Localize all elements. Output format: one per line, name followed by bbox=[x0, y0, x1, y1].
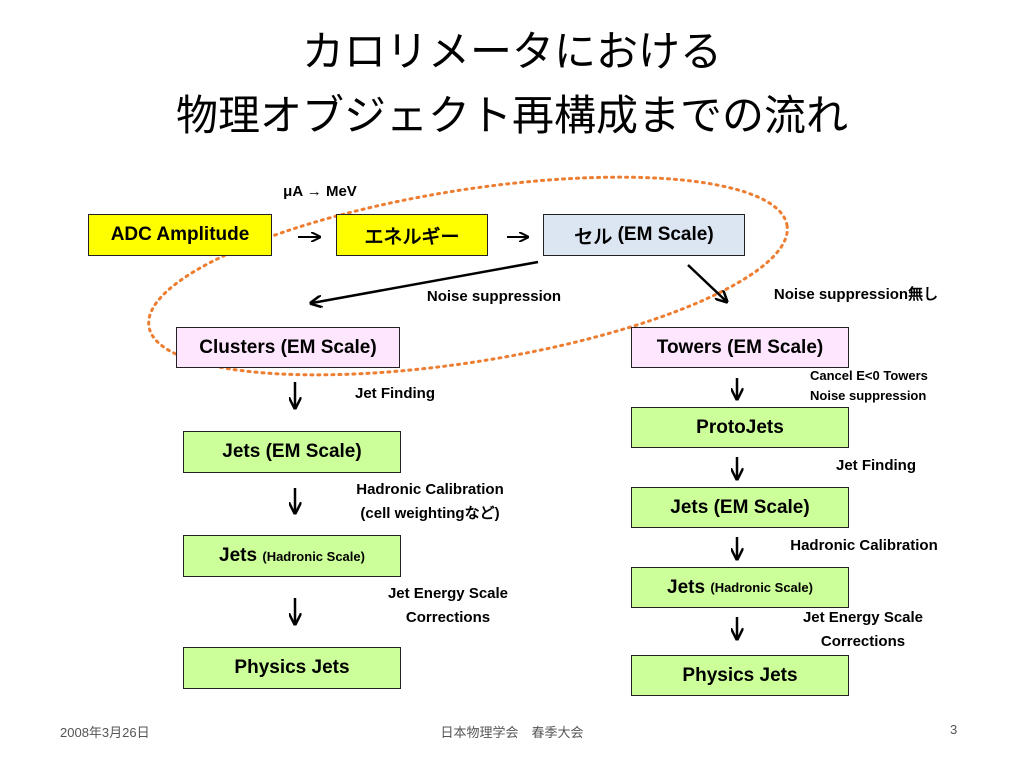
right-jet-finding-label: Jet Finding bbox=[836, 457, 916, 474]
cancel-towers-label: Cancel E<0 Towers Noise suppression bbox=[810, 366, 980, 406]
slide-title-line2: 物理オブジェクト再構成までの流れ bbox=[175, 91, 848, 140]
left-jets-em-box: Jets (EM Scale) bbox=[183, 431, 401, 473]
left-hadronic-calibration-label: Hadronic Calibration (cell weightingなど) bbox=[330, 478, 530, 526]
left-jets-hadronic-sub: (Hadronic Scale) bbox=[262, 548, 365, 564]
right-jes-line2: Corrections bbox=[820, 633, 906, 650]
left-jes-line1: Jet Energy Scale bbox=[387, 585, 509, 602]
right-jes-line1: Jet Energy Scale bbox=[802, 609, 924, 626]
no-noise-suppression-label: Noise suppression無し bbox=[773, 286, 939, 303]
left-physics-jets-box: Physics Jets bbox=[183, 647, 401, 689]
left-jes-line2: Corrections bbox=[405, 609, 491, 626]
cancel-towers-line1: Cancel E<0 Towers bbox=[810, 368, 928, 383]
left-jes-corrections-label: Jet Energy Scale Corrections bbox=[350, 582, 546, 630]
noise-suppression-label: Noise suppression bbox=[426, 288, 562, 305]
cancel-towers-line2: Noise suppression bbox=[810, 388, 927, 403]
left-jets-hadronic-main: Jets bbox=[219, 545, 258, 566]
towers-box: Towers (EM Scale) bbox=[631, 327, 849, 368]
energy-box: エネルギー bbox=[336, 214, 488, 256]
left-jets-hadronic-box: Jets (Hadronic Scale) bbox=[183, 535, 401, 577]
protojets-box: ProtoJets bbox=[631, 407, 849, 448]
right-jes-corrections-label: Jet Energy Scale Corrections bbox=[782, 606, 944, 654]
arrow-cell-to-towers bbox=[687, 264, 726, 301]
right-hadronic-calibration-label: Hadronic Calibration bbox=[790, 537, 938, 554]
clusters-box: Clusters (EM Scale) bbox=[176, 327, 400, 368]
cell-scale-label: (EM Scale) bbox=[612, 224, 714, 245]
highlight-ellipse bbox=[147, 175, 789, 377]
left-hadronic-calibration-line1: Hadronic Calibration bbox=[356, 481, 504, 498]
adc-amplitude-box: ADC Amplitude bbox=[88, 214, 272, 256]
right-physics-jets-box: Physics Jets bbox=[631, 655, 849, 696]
left-jet-finding-label: Jet Finding bbox=[355, 385, 435, 402]
left-hadronic-calibration-line2: (cell weightingなど) bbox=[360, 505, 500, 522]
cell-box: セル (EM Scale) bbox=[543, 214, 745, 256]
unit-conversion-label: μA → MeV bbox=[283, 183, 357, 200]
footer-page-number: 3 bbox=[950, 722, 958, 737]
right-jets-em-box: Jets (EM Scale) bbox=[631, 487, 849, 528]
footer-event: 日本物理学会 春季大会 bbox=[440, 725, 584, 740]
right-jets-hadronic-main: Jets bbox=[667, 576, 706, 598]
right-jets-hadronic-sub: (Hadronic Scale) bbox=[710, 580, 813, 595]
arrow-cell-to-clusters bbox=[312, 260, 539, 303]
footer-date: 2008年3月26日 bbox=[60, 725, 150, 740]
cell-label: セル bbox=[574, 226, 613, 248]
slide-title-line1: カロリメータにおける bbox=[301, 27, 722, 76]
right-jets-hadronic-box: Jets (Hadronic Scale) bbox=[631, 567, 849, 608]
